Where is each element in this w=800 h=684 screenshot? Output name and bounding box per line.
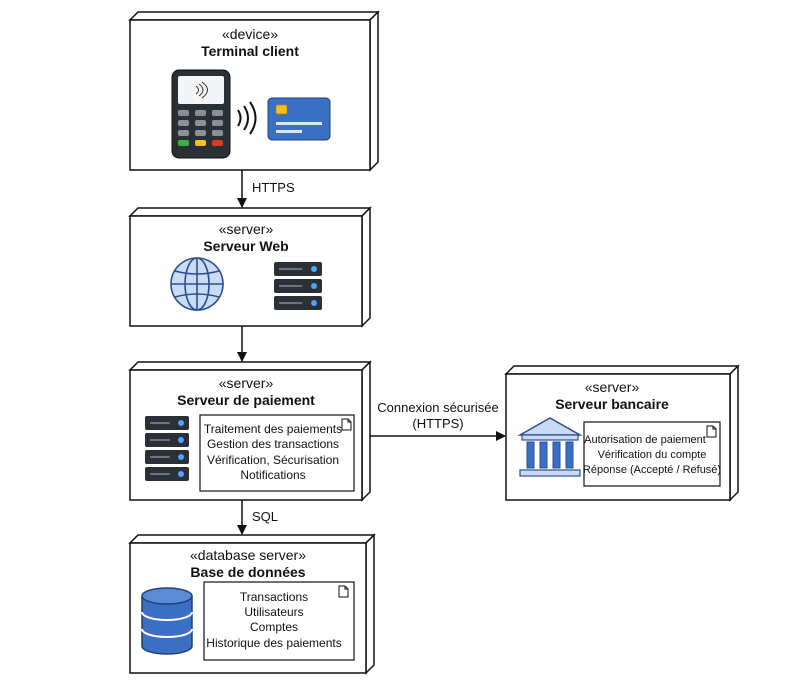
artifact-line: Notifications [240,468,305,482]
bank-icon [517,417,583,477]
connector-label: Connexion sécurisée [377,400,498,415]
globe-icon [170,257,224,311]
connector-label: SQL [252,509,278,524]
node-stereotype: «server» [585,379,640,395]
artifact-line: Comptes [250,620,298,634]
node-stereotype: «server» [219,375,274,391]
node-title: Serveur bancaire [555,396,669,412]
connector-paiement-to-bancaire: Connexion sécurisée (HTTPS) [370,400,506,441]
artifact-line: Vérification du compte [598,449,707,461]
artifact-line: Vérification, Sécurisation [207,453,339,467]
artifact-box: Autorisation de paiement Vérification du… [583,421,721,487]
artifact-line: Traitement des paiements [204,422,342,436]
connector-terminal-to-web: HTTPS [237,170,295,208]
node-terminal-client: «device» Terminal client [128,10,380,172]
node-serveur-bancaire: «server» Serveur bancaire Autorisation d… [504,364,740,502]
connector-label: HTTPS [252,180,295,195]
artifact-line: Gestion des transactions [207,437,339,451]
contactless-waves-icon [237,101,257,135]
artifact-line: Réponse (Accepté / Refusé) [583,464,721,476]
artifact-box: Traitement des paiements Gestion des tra… [199,414,355,492]
credit-card-icon [267,97,331,141]
node-title: Serveur Web [203,238,288,254]
node-serveur-paiement: «server» Serveur de paiement Traitement … [128,360,372,502]
document-icon [706,425,717,438]
node-title: Terminal client [201,43,299,59]
server-rack-icon [145,416,189,481]
database-icon [141,587,193,655]
node-title: Base de données [190,564,305,580]
artifact-line: Historique des paiements [206,636,341,650]
artifact-line: Autorisation de paiement [584,434,706,446]
node-base-de-donnees: «database server» Base de données Transa… [128,533,376,675]
server-rack-icon [274,262,322,310]
node-stereotype: «server» [219,221,274,237]
document-icon [341,418,352,431]
artifact-line: Utilisateurs [244,605,303,619]
node-serveur-web: «server» Serveur Web [128,206,372,328]
connector-paiement-to-bdd: SQL [237,500,278,535]
node-stereotype: «device» [222,26,278,42]
artifact-box: Transactions Utilisateurs Comptes Histor… [203,581,355,661]
artifact-line: Transactions [240,590,308,604]
document-icon [338,585,349,598]
node-title: Serveur de paiement [177,392,315,408]
payment-terminal-icon [171,69,231,159]
node-stereotype: «database server» [190,547,306,563]
connector-label: (HTTPS) [412,416,463,431]
